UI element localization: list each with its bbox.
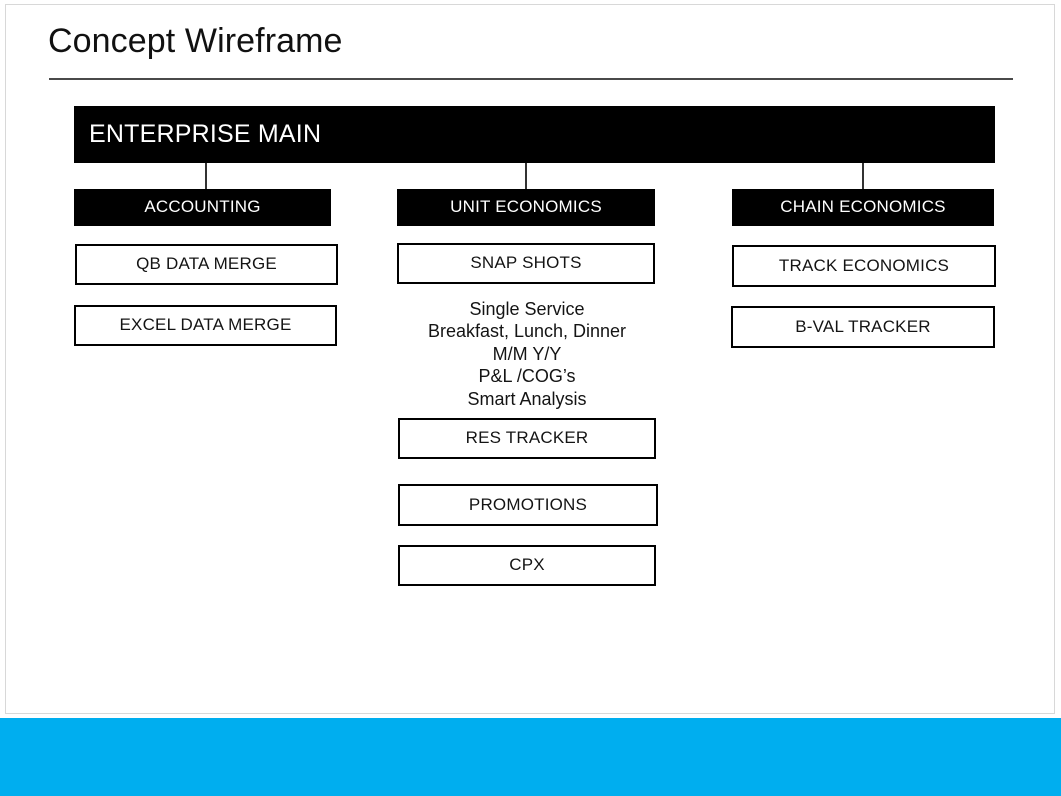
node-qb-data-merge[interactable]: QB DATA MERGE <box>75 244 338 285</box>
node-unit-economics[interactable]: UNIT ECONOMICS <box>397 189 655 226</box>
node-b-val-tracker[interactable]: B-VAL TRACKER <box>731 306 995 348</box>
detail-line: Breakfast, Lunch, Dinner <box>427 321 627 342</box>
node-cpx-label: CPX <box>509 555 545 575</box>
node-snap-shots[interactable]: SNAP SHOTS <box>397 243 655 284</box>
node-res-tracker-label: RES TRACKER <box>465 428 589 448</box>
node-enterprise-main[interactable]: ENTERPRISE MAIN <box>74 106 995 163</box>
detail-line: Single Service <box>469 299 585 319</box>
node-track-economics[interactable]: TRACK ECONOMICS <box>732 245 996 287</box>
footer-bar: BuddySystem ©Brandon Phillips ©Monica Wy… <box>0 718 1061 796</box>
node-accounting[interactable]: ACCOUNTING <box>74 189 331 226</box>
node-accounting-label: ACCOUNTING <box>144 197 261 217</box>
node-unit-economics-label: UNIT ECONOMICS <box>450 197 602 217</box>
snap-shots-detail-list: Single Service Breakfast, Lunch, Dinner … <box>397 298 657 410</box>
connector-root-to-accounting <box>205 163 207 190</box>
node-cpx[interactable]: CPX <box>398 545 656 586</box>
node-qb-data-merge-label: QB DATA MERGE <box>136 254 277 274</box>
node-excel-data-merge[interactable]: EXCEL DATA MERGE <box>74 305 337 346</box>
detail-line: M/M Y/Y <box>492 343 562 364</box>
page-title: Concept Wireframe <box>48 22 343 60</box>
node-excel-data-merge-label: EXCEL DATA MERGE <box>119 315 292 335</box>
node-snap-shots-label: SNAP SHOTS <box>470 253 582 273</box>
node-chain-economics-label: CHAIN ECONOMICS <box>780 197 946 217</box>
node-enterprise-main-label: ENTERPRISE MAIN <box>89 119 322 148</box>
node-promotions[interactable]: PROMOTIONS <box>398 484 658 526</box>
connector-root-to-unit-economics <box>525 163 527 190</box>
node-b-val-tracker-label: B-VAL TRACKER <box>795 316 931 336</box>
node-track-economics-label: TRACK ECONOMICS <box>778 255 950 275</box>
detail-line: P&L /COG’s <box>478 366 576 387</box>
node-chain-economics[interactable]: CHAIN ECONOMICS <box>732 189 994 226</box>
title-divider <box>49 78 1013 80</box>
connector-root-to-chain-economics <box>862 163 864 190</box>
node-promotions-label: PROMOTIONS <box>468 494 588 514</box>
detail-line: Smart Analysis <box>467 388 587 409</box>
node-res-tracker[interactable]: RES TRACKER <box>398 418 656 459</box>
